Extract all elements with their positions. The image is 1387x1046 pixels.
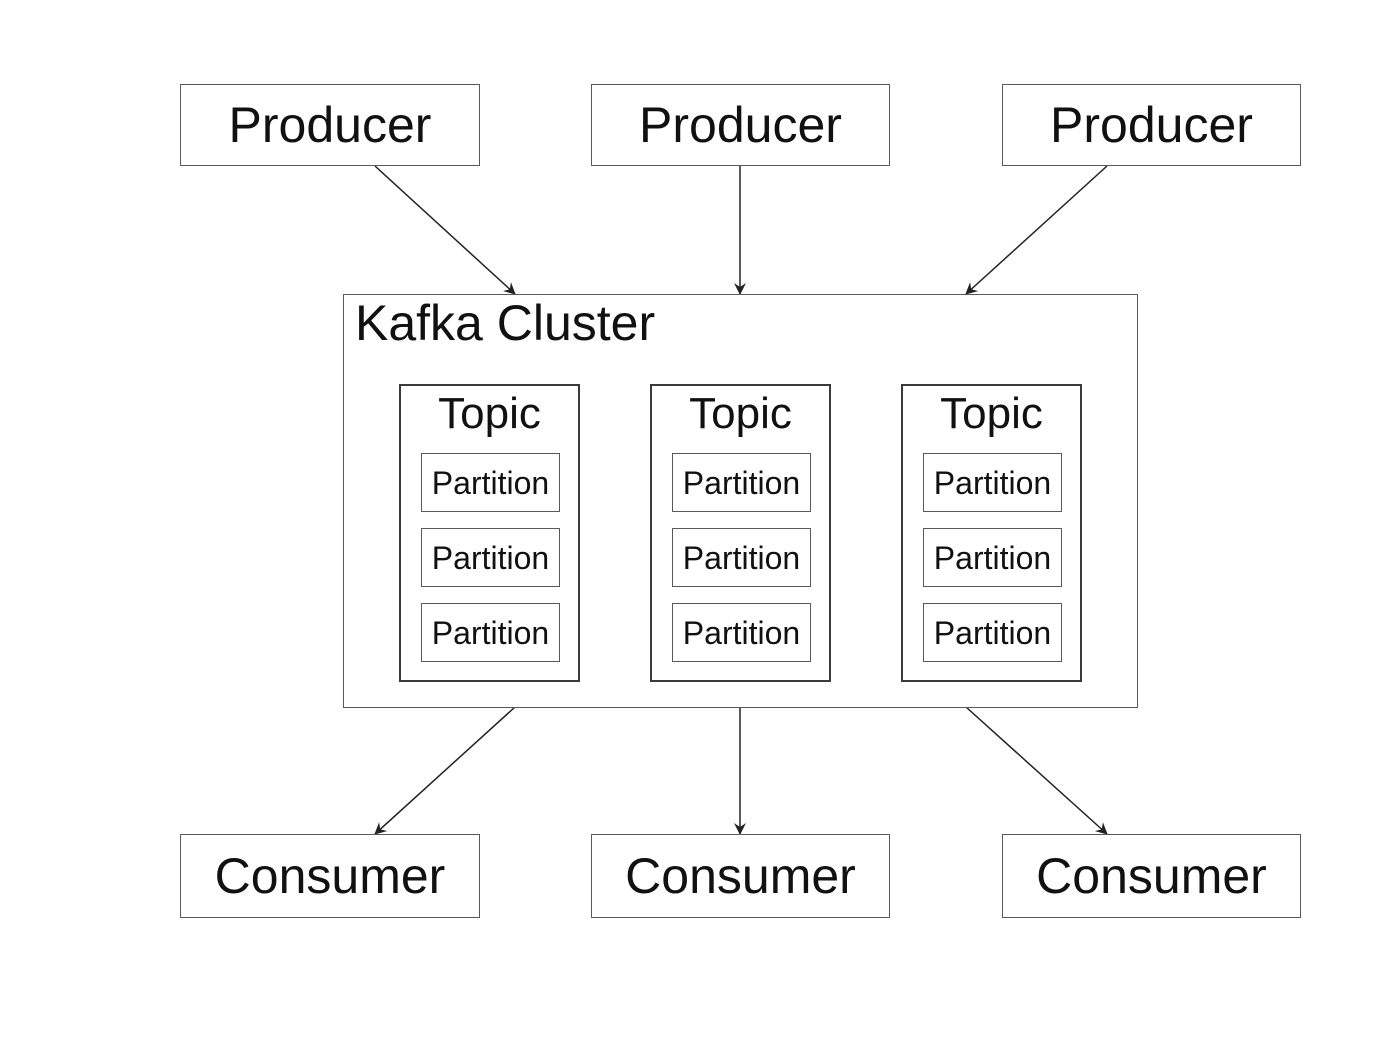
consumer-label: Consumer	[625, 848, 856, 904]
partition-box: Partition	[672, 603, 811, 662]
arrow-producer-3-to-cluster	[965, 165, 1108, 295]
partition-box: Partition	[923, 453, 1062, 512]
topic-1: Topic Partition Partition Partition	[399, 384, 580, 682]
partition-box: Partition	[421, 603, 560, 662]
topic-title: Topic	[940, 389, 1043, 438]
topic-title: Topic	[438, 389, 541, 438]
consumer-box-3: Consumer	[1002, 834, 1301, 918]
partition-box: Partition	[923, 603, 1062, 662]
partition-box: Partition	[923, 528, 1062, 587]
topic-2: Topic Partition Partition Partition	[650, 384, 831, 682]
producer-label: Producer	[228, 97, 432, 153]
producer-box-1: Producer	[180, 84, 480, 166]
consumer-box-1: Consumer	[180, 834, 480, 918]
arrow-producer-1-to-cluster	[374, 165, 516, 295]
topic-3: Topic Partition Partition Partition	[901, 384, 1082, 682]
producer-label: Producer	[639, 97, 842, 153]
topic-title: Topic	[689, 389, 792, 438]
producer-label: Producer	[1050, 97, 1253, 153]
consumer-label: Consumer	[1036, 848, 1267, 904]
partition-box: Partition	[421, 528, 560, 587]
arrow-cluster-to-consumer-1	[374, 706, 516, 835]
producer-box-2: Producer	[591, 84, 890, 166]
partition-box: Partition	[672, 453, 811, 512]
arrow-cluster-to-consumer-3	[965, 706, 1108, 835]
partition-box: Partition	[672, 528, 811, 587]
cluster-title: Kafka Cluster	[355, 295, 656, 351]
consumer-box-2: Consumer	[591, 834, 890, 918]
producer-box-3: Producer	[1002, 84, 1301, 166]
consumer-label: Consumer	[214, 848, 446, 904]
kafka-cluster: Kafka Cluster Topic Partition Partition …	[343, 294, 1138, 708]
partition-box: Partition	[421, 453, 560, 512]
